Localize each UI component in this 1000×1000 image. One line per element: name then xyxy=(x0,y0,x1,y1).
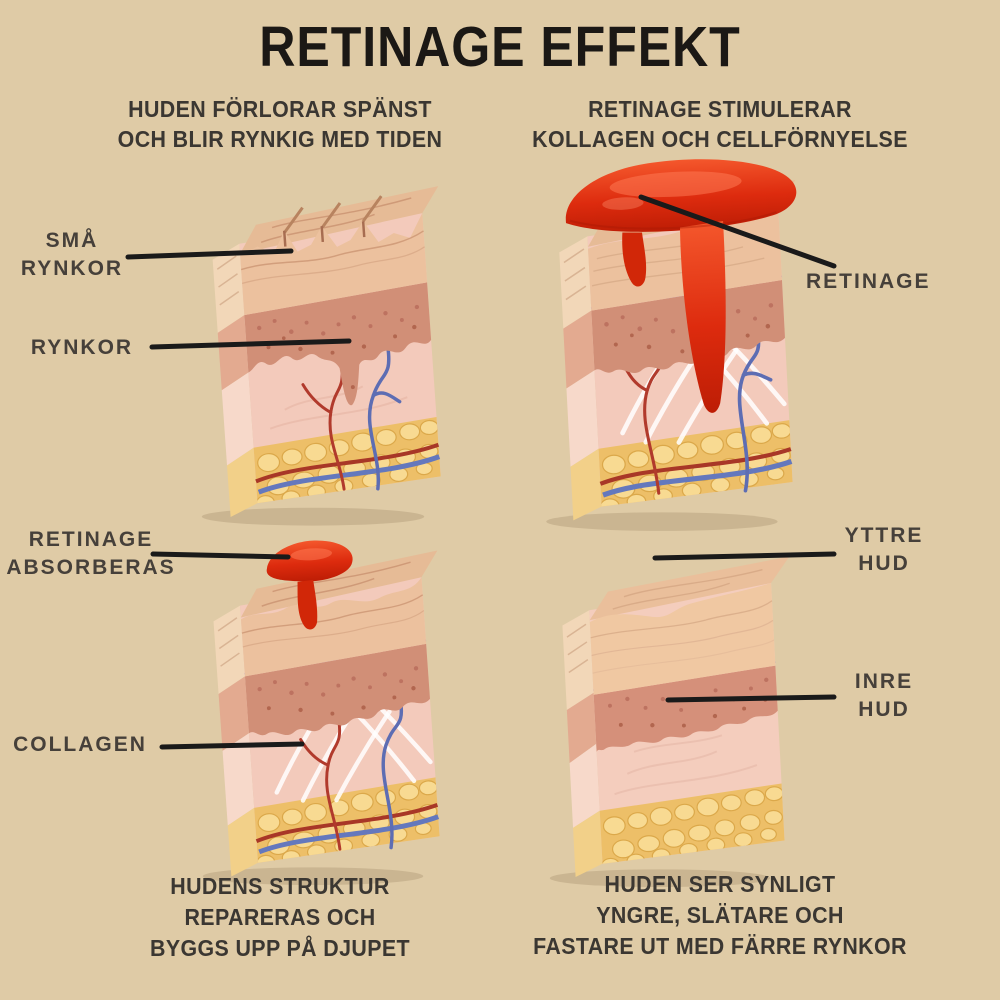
skin-diagram-smooth-young xyxy=(549,556,790,888)
subheader-right-line2: KOLLAGEN OCH CELLFÖRNYELSE xyxy=(532,126,908,152)
label-yttre-hud-line1: YTTRE xyxy=(844,524,924,547)
skin-top-face xyxy=(240,186,439,254)
caption-left-line3: BYGGS UPP PÅ DJUPET xyxy=(150,935,410,961)
skin-diagram-retinage-applied xyxy=(546,159,797,531)
epidermis-smooth-layer xyxy=(589,583,776,695)
label-inre-hud-line2: HUD xyxy=(858,698,910,721)
caption-right-line2: YNGRE, SLÄTARE OCH xyxy=(596,902,844,928)
label-retinage-absorberas-line1: RETINAGE xyxy=(28,528,154,551)
subheader-right-line1: RETINAGE STIMULERAR xyxy=(588,96,852,122)
label-sma-rynkor-line2: RYNKOR xyxy=(20,257,124,280)
caption-left: HUDENS STRUKTUR REPARERAS OCH BYGGS UPP … xyxy=(48,871,513,964)
dermis-speckled-layer xyxy=(593,665,778,752)
label-rynkor: RYNKOR xyxy=(30,336,134,359)
caption-right-line3: FASTARE UT MED FÄRRE RYNKOR xyxy=(533,933,907,959)
label-collagen: COLLAGEN xyxy=(13,733,147,756)
subheader-left-line1: HUDEN FÖRLORAR SPÄNST xyxy=(128,96,432,122)
retinage-gel-small xyxy=(266,540,353,630)
caption-right: HUDEN SER SYNLIGT YNGRE, SLÄTARE OCH FAS… xyxy=(488,869,953,962)
skin-diagram-aged-wrinkled xyxy=(201,186,441,526)
page-title: RETINAGE EFFEKT xyxy=(259,15,741,79)
label-retinage: RETINAGE xyxy=(806,270,931,293)
skin-top-face xyxy=(589,556,790,621)
subheader-left-line2: OCH BLIR RYNKIG MED TIDEN xyxy=(117,126,443,152)
label-inre-hud: INRE HUD xyxy=(836,668,932,724)
epidermis-wavy-layer xyxy=(240,577,427,677)
label-retinage-absorberas-line2: ABSORBERAS xyxy=(6,556,176,579)
caption-left-line1: HUDENS STRUKTUR xyxy=(170,873,390,899)
subheader-right: RETINAGE STIMULERAR KOLLAGEN OCH CELLFÖR… xyxy=(488,94,953,154)
label-inre-hud-line1: INRE xyxy=(854,670,914,693)
epidermis-wrinkled-layer xyxy=(240,213,428,316)
dermis-speckled-layer xyxy=(244,643,430,736)
skin-top-face xyxy=(240,550,438,618)
caption-right-line1: HUDEN SER SYNLIGT xyxy=(604,871,836,897)
caption-left-line2: REPARERAS OCH xyxy=(184,904,376,930)
label-sma-rynkor-line1: SMÅ xyxy=(45,229,99,252)
label-retinage-absorberas: RETINAGE ABSORBERAS xyxy=(0,526,182,582)
label-sma-rynkor: SMÅ RYNKOR xyxy=(16,227,128,283)
skin-diagram-retinage-absorbed xyxy=(202,540,440,886)
label-yttre-hud-line2: HUD xyxy=(858,552,910,575)
label-yttre-hud: YTTRE HUD xyxy=(836,522,932,578)
subheader-left: HUDEN FÖRLORAR SPÄNST OCH BLIR RYNKIG ME… xyxy=(48,94,513,154)
